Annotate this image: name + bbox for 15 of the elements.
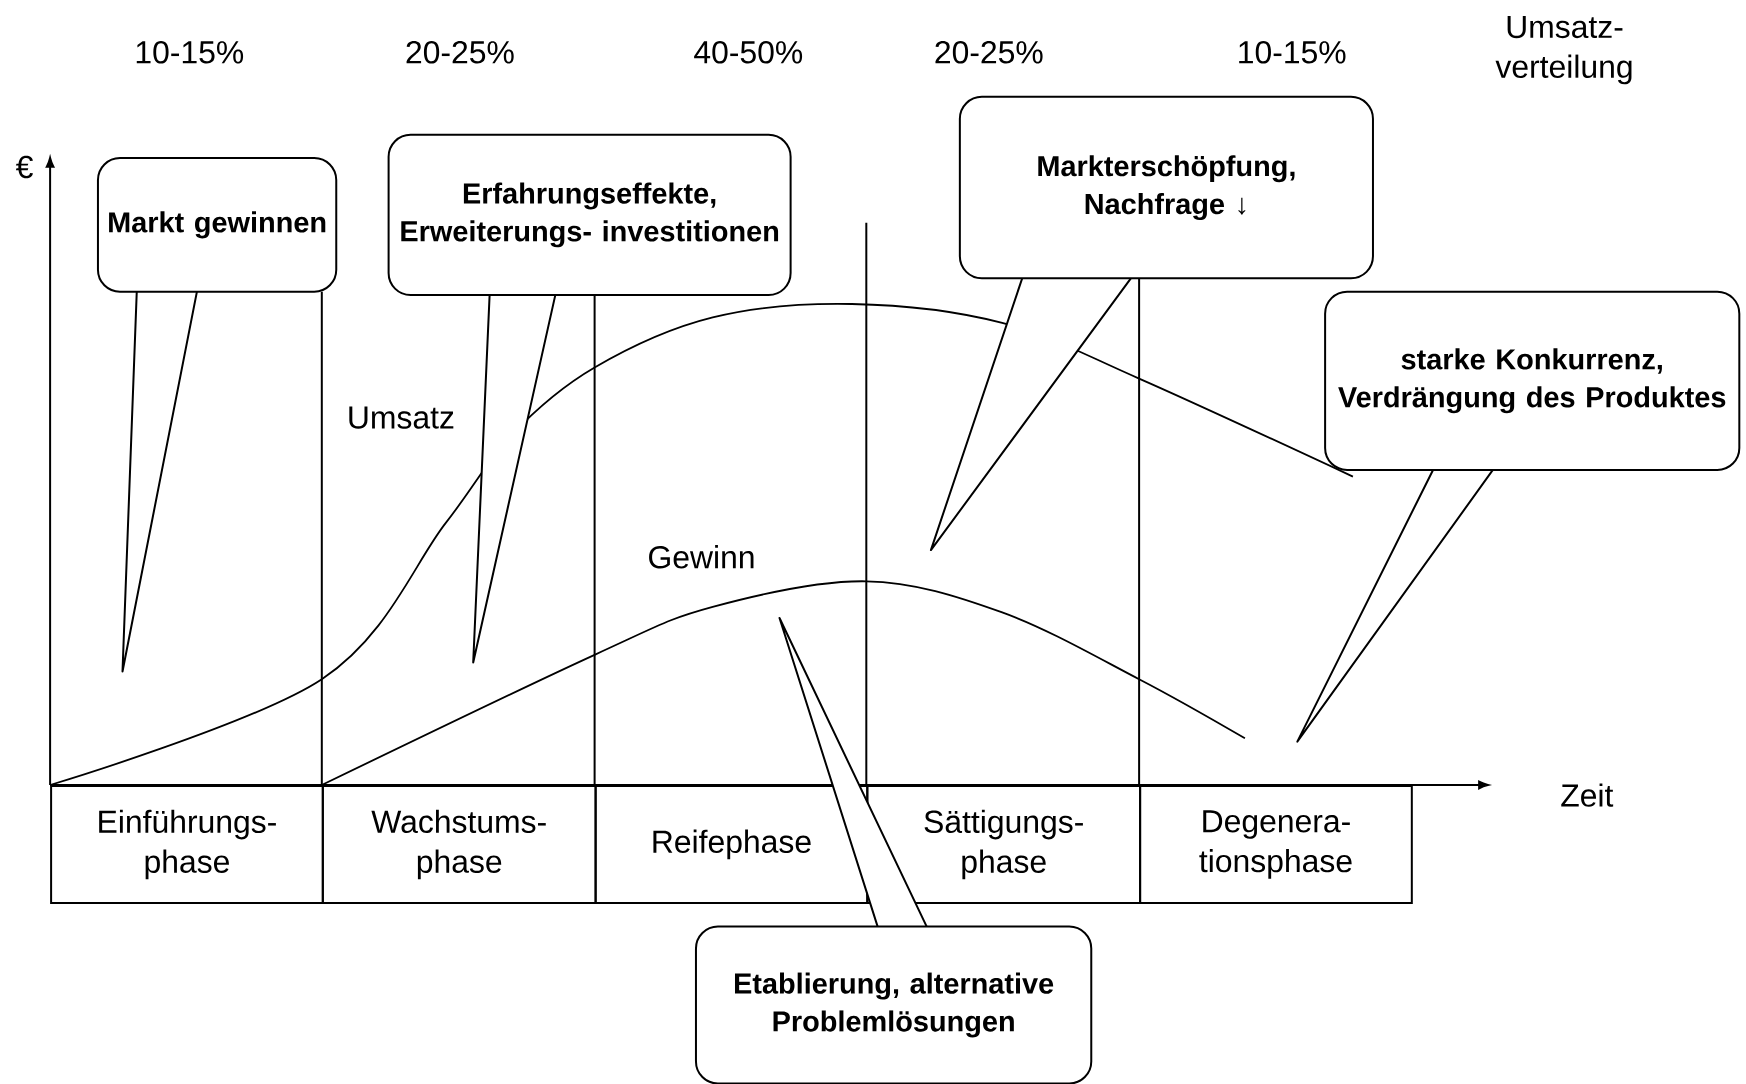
axis-label: Zeit	[1561, 783, 1614, 807]
percentage-label: 20-25%	[935, 41, 1043, 64]
axis-note: Umsatz- verteilung	[1495, 15, 1632, 85]
phase-cell: Wachstums- phase	[321, 785, 597, 904]
phase-cell: Einführungs- phase	[50, 785, 324, 904]
percentage-label: 10-15%	[1239, 41, 1346, 64]
percentage-label: 10-15%	[136, 41, 244, 64]
curve-label: Gewinn	[649, 545, 754, 569]
axis-label: €	[15, 155, 33, 179]
phase-cell: Degenera- tionsphase	[1139, 785, 1413, 904]
percentage-label: 20-25%	[406, 41, 514, 64]
speech-bubble: Markt gewinnen	[96, 157, 338, 673]
speech-bubble: starke Konkurrenz, Verdrängung des Produktes	[1296, 290, 1741, 743]
percentage-label: 40-50%	[694, 41, 803, 64]
node-label: Etablierung, alternative Problemlösungen	[734, 972, 1054, 1038]
